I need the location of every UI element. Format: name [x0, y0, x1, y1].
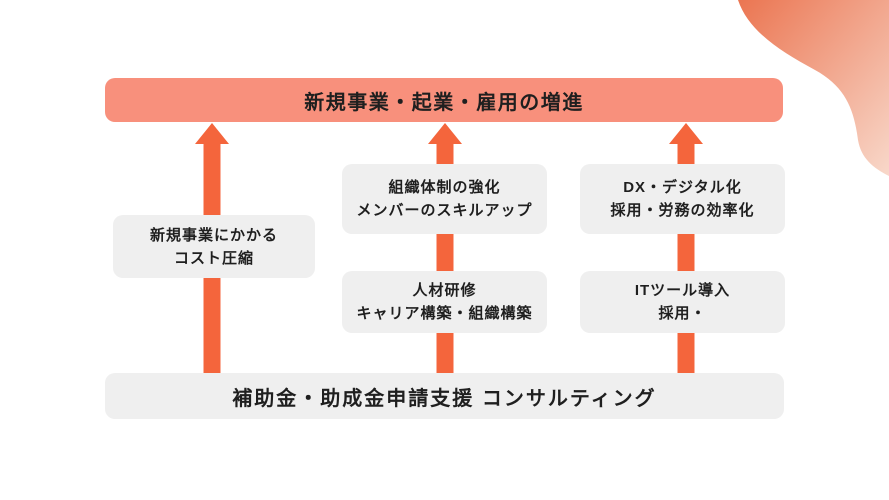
benefit-box-line: 採用・ [658, 305, 707, 322]
benefit-box-it-tools: ITツール導入 採用・ [580, 271, 785, 333]
benefit-box-line: コスト圧縮 [173, 249, 254, 267]
benefit-box-cost-reduction: 新規事業にかかる コスト圧縮 [113, 215, 315, 278]
benefit-box-line: 採用・労務の効率化 [610, 202, 755, 219]
up-arrow-icon-right [669, 123, 703, 375]
benefit-box-line: メンバーのスキルアップ [356, 202, 533, 219]
benefit-box-org-strength: 組織体制の強化 メンバーのスキルアップ [342, 164, 547, 234]
benefit-box-line: ITツール導入 [634, 282, 731, 299]
benefit-box-line: キャリア構築・組織構築 [356, 305, 533, 322]
foundation-banner: 補助金・助成金申請支援 コンサルティング [105, 373, 784, 419]
benefit-box-dx: DX・デジタル化 採用・労務の効率化 [580, 164, 785, 234]
benefit-box-line: 人材研修 [412, 282, 477, 299]
foundation-banner-label: 補助金・助成金申請支援 コンサルティング [232, 387, 657, 410]
benefit-box-training: 人材研修 キャリア構築・組織構築 [342, 271, 547, 333]
arrowhead [669, 123, 703, 144]
benefit-box-line: 組織体制の強化 [388, 179, 501, 196]
arrowhead [195, 123, 229, 144]
up-arrow-icon-middle [428, 123, 462, 375]
goal-banner: 新規事業・起業・雇用の増進 [105, 78, 783, 122]
benefit-box-line: 新規事業にかかる [149, 226, 278, 244]
arrowhead [428, 123, 462, 144]
benefit-box-line: DX・デジタル化 [623, 179, 742, 196]
corner-blob-decoration-icon [738, 0, 889, 176]
goal-banner-label: 新規事業・起業・雇用の増進 [304, 91, 584, 114]
